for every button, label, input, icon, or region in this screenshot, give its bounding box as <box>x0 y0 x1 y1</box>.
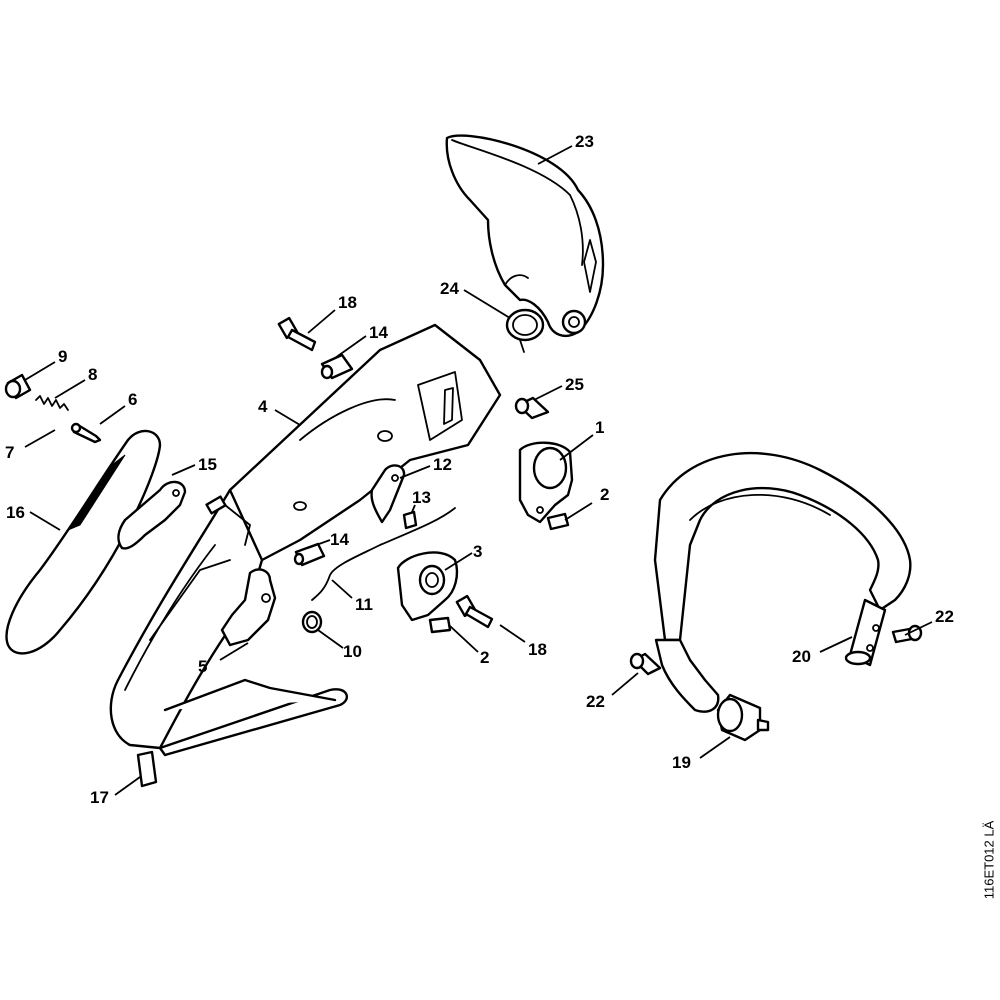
callout-14-lower: 14 <box>330 530 349 549</box>
callout-17: 17 <box>90 788 109 807</box>
part-9-sleeve <box>4 373 32 400</box>
leader-4 <box>274 409 301 426</box>
callout-15: 15 <box>198 455 217 474</box>
leader-17 <box>114 776 141 796</box>
leader-18-lower <box>499 624 526 643</box>
leader-14-lower <box>307 539 331 549</box>
part-25-screw <box>514 396 550 420</box>
part-8-spring <box>35 395 69 411</box>
callout-labels: 1 2 2 3 4 5 6 7 8 9 10 11 12 13 14 14 15… <box>5 132 954 807</box>
leader-22-left <box>611 672 639 696</box>
part-12-lever <box>370 464 406 524</box>
part-4-handle-housing <box>109 323 502 757</box>
document-code-text: 116ET012 LÄ <box>981 820 997 900</box>
callout-2-upper: 2 <box>600 485 609 504</box>
leader-lines <box>24 145 933 796</box>
leader-10 <box>317 629 344 649</box>
part-15-throttle-trigger <box>117 480 187 550</box>
callout-25: 25 <box>565 375 584 394</box>
part-2-screw-upper <box>546 512 570 531</box>
part-3-bracket <box>396 551 459 622</box>
leader-5 <box>219 642 249 661</box>
callout-16: 16 <box>6 503 25 522</box>
callout-13: 13 <box>412 488 431 507</box>
part-16-grip-cover <box>5 429 162 655</box>
callout-5: 5 <box>198 657 207 676</box>
part-18-bolt-lower <box>455 594 494 629</box>
leader-20 <box>819 636 853 653</box>
callout-18-upper: 18 <box>338 293 357 312</box>
leader-18-upper <box>307 309 336 334</box>
part-19-buffer <box>716 693 770 742</box>
leader-22-right <box>904 621 933 636</box>
callout-3: 3 <box>473 542 482 561</box>
callout-19: 19 <box>672 753 691 772</box>
part-6-pin <box>70 422 102 444</box>
part-13-screw <box>402 510 418 530</box>
leader-25 <box>533 385 563 401</box>
leader-13 <box>411 504 416 513</box>
leader-11 <box>331 579 353 599</box>
part-17-screw <box>136 750 158 788</box>
leader-24 <box>463 289 511 319</box>
part-10-spring <box>301 610 323 634</box>
callout-23: 23 <box>575 132 594 151</box>
part-14-pin-upper <box>320 353 354 380</box>
callout-22-left: 22 <box>586 692 605 711</box>
part-23-hand-guard <box>445 134 605 337</box>
leader-8 <box>54 379 86 399</box>
part-11-wire-rod <box>311 507 456 601</box>
leader-6 <box>99 405 126 425</box>
callout-20: 20 <box>792 647 811 666</box>
callout-7: 7 <box>5 443 14 462</box>
callout-9: 9 <box>58 347 67 366</box>
leader-12 <box>399 465 431 479</box>
callout-18-lower: 18 <box>528 640 547 659</box>
leader-16 <box>29 511 61 531</box>
callout-2-lower: 2 <box>480 648 489 667</box>
leader-19 <box>699 736 731 759</box>
part-24-spring <box>505 308 545 353</box>
callout-10: 10 <box>343 642 362 661</box>
callout-6: 6 <box>128 390 137 409</box>
callout-24: 24 <box>440 279 459 298</box>
leader-23 <box>537 145 573 165</box>
part-20-front-handle-bar <box>653 452 912 713</box>
part-5-lever <box>220 568 277 647</box>
callout-22-right: 22 <box>935 607 954 626</box>
leader-3 <box>444 552 473 571</box>
callout-11: 11 <box>355 595 373 614</box>
callout-4: 4 <box>258 397 268 416</box>
leader-2-upper <box>564 502 593 521</box>
leader-2-lower <box>449 625 479 653</box>
part-18-bolt-upper <box>277 316 317 352</box>
callout-14-upper: 14 <box>369 323 388 342</box>
part-2-screw-lower <box>428 616 452 634</box>
callout-8: 8 <box>88 365 97 384</box>
callout-12: 12 <box>433 455 452 474</box>
document-code: 116ET012 LÄ <box>980 780 998 940</box>
leader-1 <box>559 434 594 461</box>
leader-7 <box>24 429 56 448</box>
part-22-screw-left <box>629 652 662 676</box>
leader-15 <box>171 464 196 476</box>
leader-9 <box>24 361 56 381</box>
callout-1: 1 <box>595 418 604 437</box>
part-1-buffer <box>518 441 574 524</box>
leader-14-upper <box>334 335 367 359</box>
